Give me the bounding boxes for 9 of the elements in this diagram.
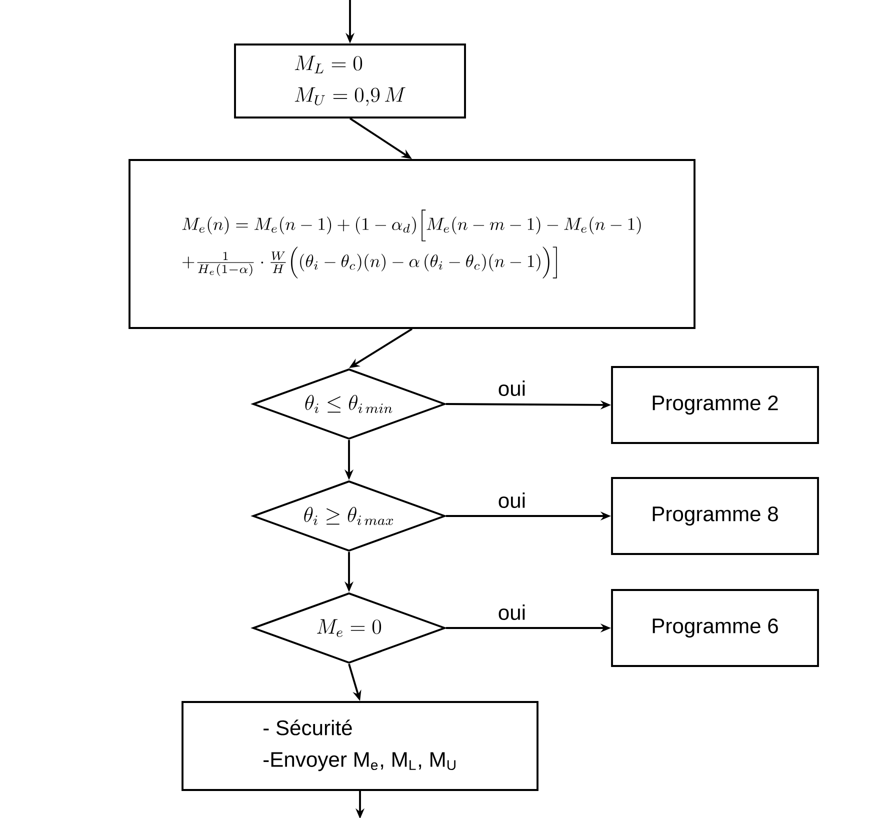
edge-label: oui: [496, 378, 528, 398]
edge-label: oui: [496, 490, 528, 510]
process-box: - Sécurité -Envoyer M$_{e}$, M$_{L}$, M$_{U}$: [182, 701, 538, 791]
process-box: Programme 6: [611, 589, 819, 667]
process-box: $M_L = 0$ $M_U = 0{,}9\,M$: [234, 44, 466, 118]
process-box: Programme 8: [611, 477, 819, 555]
process-box: Programme 2: [611, 366, 819, 444]
process-box: $M_e(n) = M_e(n-1) + (1-\alpha_d)\Big[ M_e(n-m-1) - M_e(n-1)$ $+ \frac{1}{H_e(1-\alpha)} \cdot \frac{W}{H} \Big( (\theta_i-\theta_c)(n) - \alpha\,(\theta_i-\theta_c)(n-1) \Big) \Big]$: [128, 159, 696, 329]
edge-label: oui: [496, 602, 528, 622]
